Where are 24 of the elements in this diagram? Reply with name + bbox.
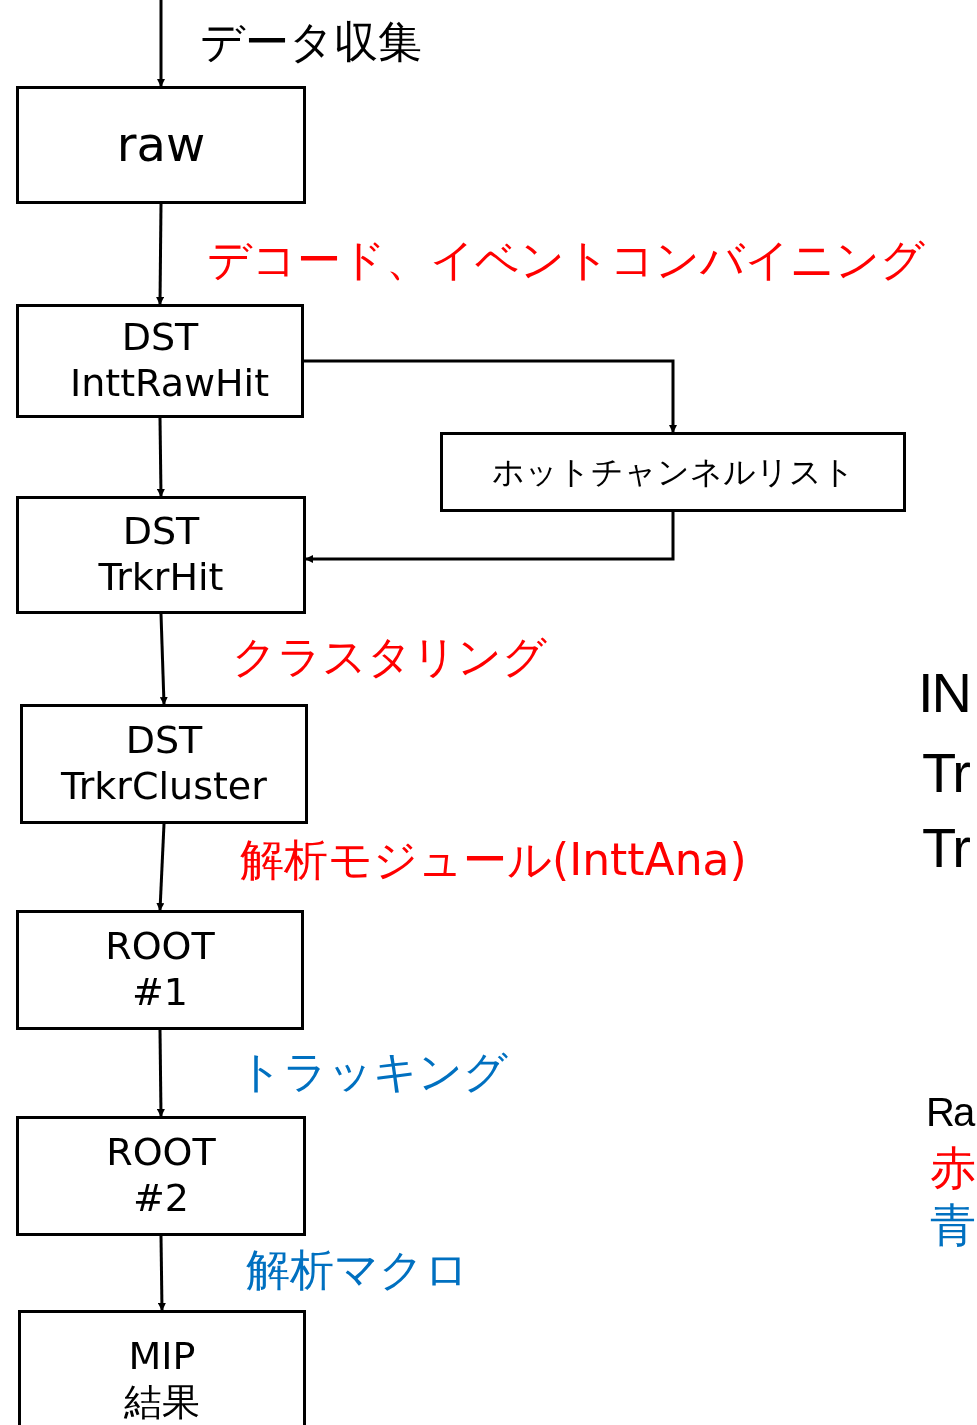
data-box: DST TrkrCluster xyxy=(20,704,308,824)
data-box: MIP 結果 xyxy=(18,1310,306,1425)
data-box: ROOT #2 xyxy=(16,1116,306,1236)
note-text: IN xyxy=(918,662,970,724)
arrow xyxy=(305,512,675,563)
note-text: Ra xyxy=(926,1090,974,1134)
note-text: Tr xyxy=(922,742,969,804)
arrow xyxy=(304,359,677,433)
note-text: 赤 xyxy=(930,1143,974,1194)
arrow xyxy=(156,823,166,911)
arrow xyxy=(159,613,168,705)
data-box: DST TrkrHit xyxy=(16,496,306,614)
arrow xyxy=(156,1030,165,1117)
arrow xyxy=(157,0,165,87)
arrow xyxy=(156,204,165,305)
data-box: DST InttRawHit xyxy=(16,304,304,418)
note-text: 青 xyxy=(930,1200,974,1251)
arrow xyxy=(157,1235,166,1311)
note-text: Tr xyxy=(922,817,969,879)
arrow xyxy=(156,417,165,497)
edge-label: データ収集 xyxy=(200,18,422,67)
list-box: ホットチャンネルリスト xyxy=(440,432,906,512)
data-box: raw xyxy=(16,86,306,204)
data-box: ROOT #1 xyxy=(16,910,304,1030)
